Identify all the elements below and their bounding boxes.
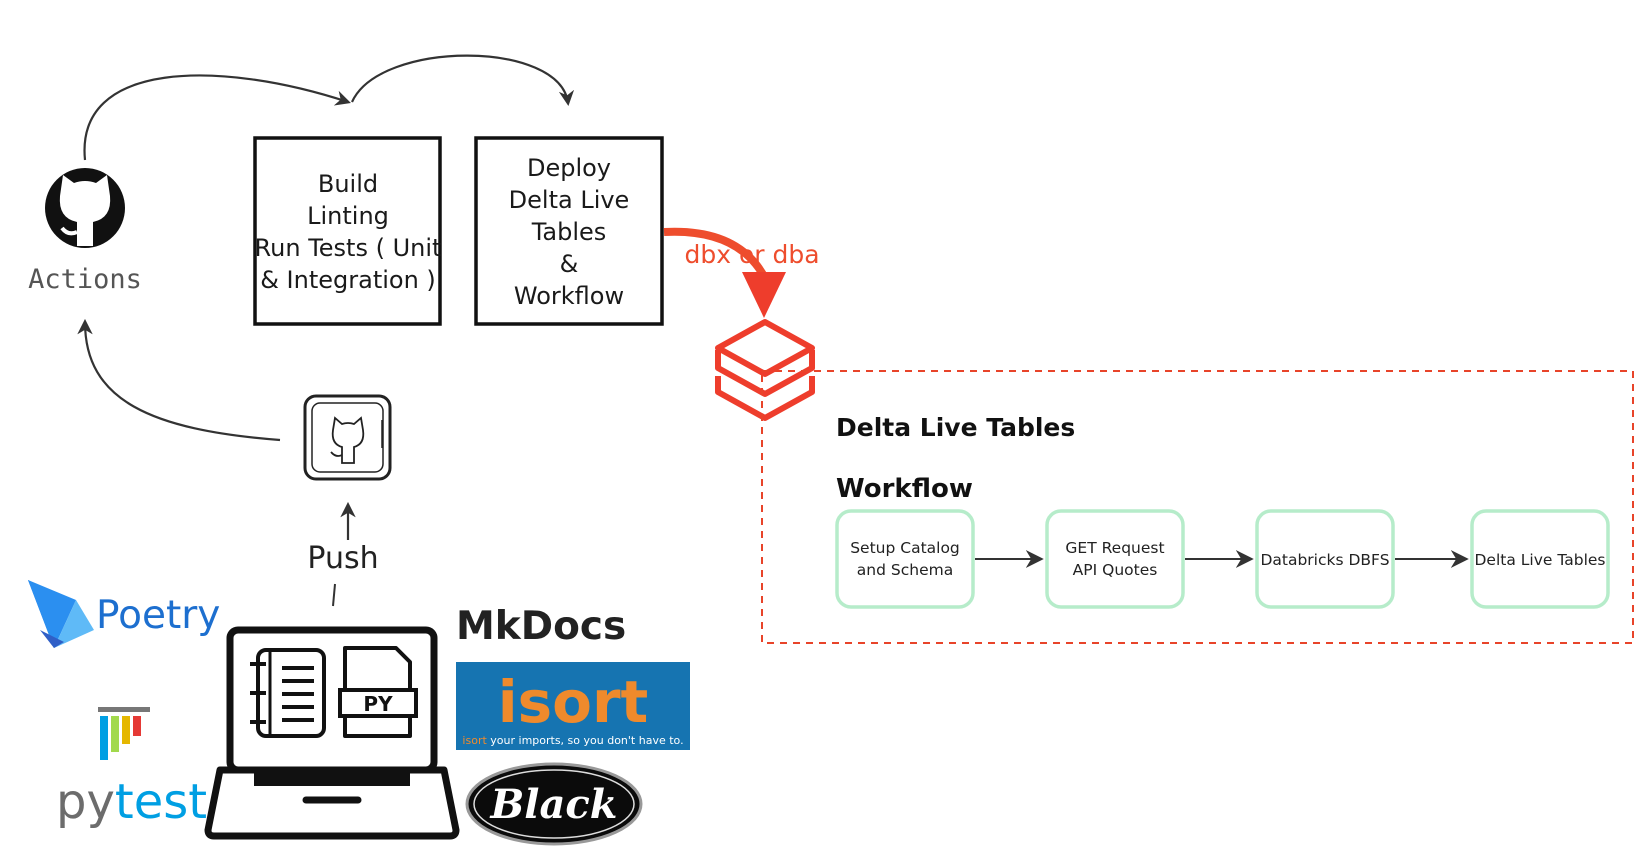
dlt-panel-title: Delta Live Tables bbox=[836, 413, 1075, 442]
py-file-label: PY bbox=[363, 692, 393, 716]
actions-label: Actions bbox=[28, 264, 142, 295]
isort-logo: isort isort your imports, so you don't h… bbox=[456, 662, 690, 750]
isort-tagline: isort your imports, so you don't have to… bbox=[462, 734, 683, 747]
deploy-box-line: Deploy bbox=[527, 154, 611, 182]
build-box-line: Build bbox=[318, 170, 378, 198]
deploy-box-line: Delta Live bbox=[509, 186, 630, 214]
deploy-arrow-label: dbx or dba bbox=[684, 240, 819, 269]
push-label: Push bbox=[307, 541, 378, 576]
pytest-label: pytest bbox=[56, 774, 207, 830]
laptop-to-repo-arrow bbox=[332, 583, 336, 607]
workflow-step-label: and Schema bbox=[857, 561, 953, 579]
poetry-logo: Poetry bbox=[28, 580, 220, 648]
black-logo: Black bbox=[465, 762, 643, 846]
deploy-box-line: Workflow bbox=[514, 282, 624, 310]
build-to-deploy-arrow bbox=[350, 54, 575, 107]
pytest-logo: pytest bbox=[56, 707, 207, 830]
isort-title: isort bbox=[498, 668, 649, 736]
workflow-step-label: Delta Live Tables bbox=[1474, 551, 1605, 569]
actions-to-build-arrow bbox=[83, 74, 351, 161]
workflow-step-dbfs: Databricks DBFS bbox=[1255, 509, 1395, 609]
repo-to-actions-arrow bbox=[77, 318, 281, 442]
workflow-step-get-request: GET Request API Quotes bbox=[1045, 509, 1185, 609]
workflow-step-label: Setup Catalog bbox=[850, 539, 960, 557]
deploy-arrow-head bbox=[742, 272, 786, 318]
pytest-label-suffix: test bbox=[115, 774, 207, 830]
build-box-line: Linting bbox=[307, 202, 389, 230]
build-box-line: Run Tests ( Unit bbox=[255, 234, 442, 262]
deploy-box-line: & bbox=[560, 250, 579, 278]
workflow-step-setup: Setup Catalog and Schema bbox=[835, 509, 975, 609]
deploy-box-line: Tables bbox=[531, 218, 607, 246]
build-box-line: & Integration ) bbox=[260, 266, 436, 294]
dlt-panel-subtitle: Workflow bbox=[836, 474, 973, 504]
isort-tagline-prefix: isort bbox=[462, 734, 487, 747]
databricks-logo-icon bbox=[715, 319, 815, 421]
workflow-step-label: Databricks DBFS bbox=[1260, 551, 1389, 569]
build-box: Build Linting Run Tests ( Unit & Integra… bbox=[253, 136, 442, 326]
github-repo-icon bbox=[303, 394, 392, 481]
mkdocs-label: MkDocs bbox=[456, 604, 626, 649]
poetry-label: Poetry bbox=[96, 593, 220, 638]
github-icon bbox=[45, 168, 125, 248]
isort-tagline-text: your imports, so you don't have to. bbox=[487, 734, 684, 747]
black-label: Black bbox=[490, 781, 618, 828]
workflow-step-label: API Quotes bbox=[1073, 561, 1158, 579]
workflow-step-label: GET Request bbox=[1065, 539, 1164, 557]
deploy-to-databricks-arrow bbox=[663, 227, 770, 282]
dlt-panel bbox=[761, 370, 1634, 644]
workflow-step-delta-live-tables: Delta Live Tables bbox=[1470, 509, 1610, 609]
pytest-label-prefix: py bbox=[56, 774, 115, 830]
laptop-icon: PY bbox=[204, 626, 460, 840]
deploy-box: Deploy Delta Live Tables & Workflow bbox=[474, 136, 664, 326]
